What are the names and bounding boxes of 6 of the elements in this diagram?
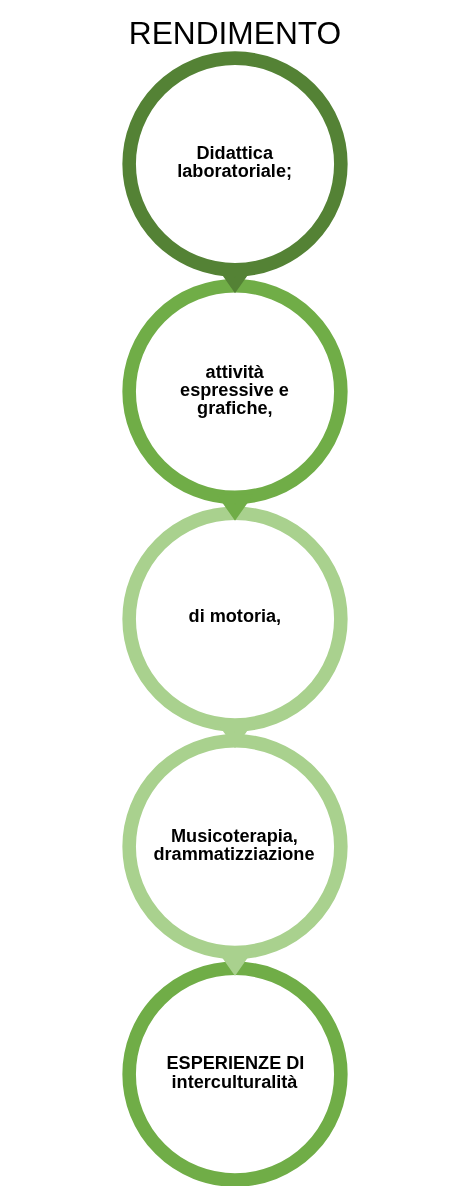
diagram-title: RENDIMENTO xyxy=(128,14,341,51)
node-circle: Didattica laboratoriale; xyxy=(121,51,348,277)
node-circle: ESPERIENZE DI interculturalità xyxy=(121,961,348,1186)
node-circle: Musicoterapia, drammatizziazione xyxy=(121,734,348,960)
node-circle: di motoria, xyxy=(121,506,348,732)
node-circle: attività espressive e grafiche, xyxy=(121,278,348,505)
